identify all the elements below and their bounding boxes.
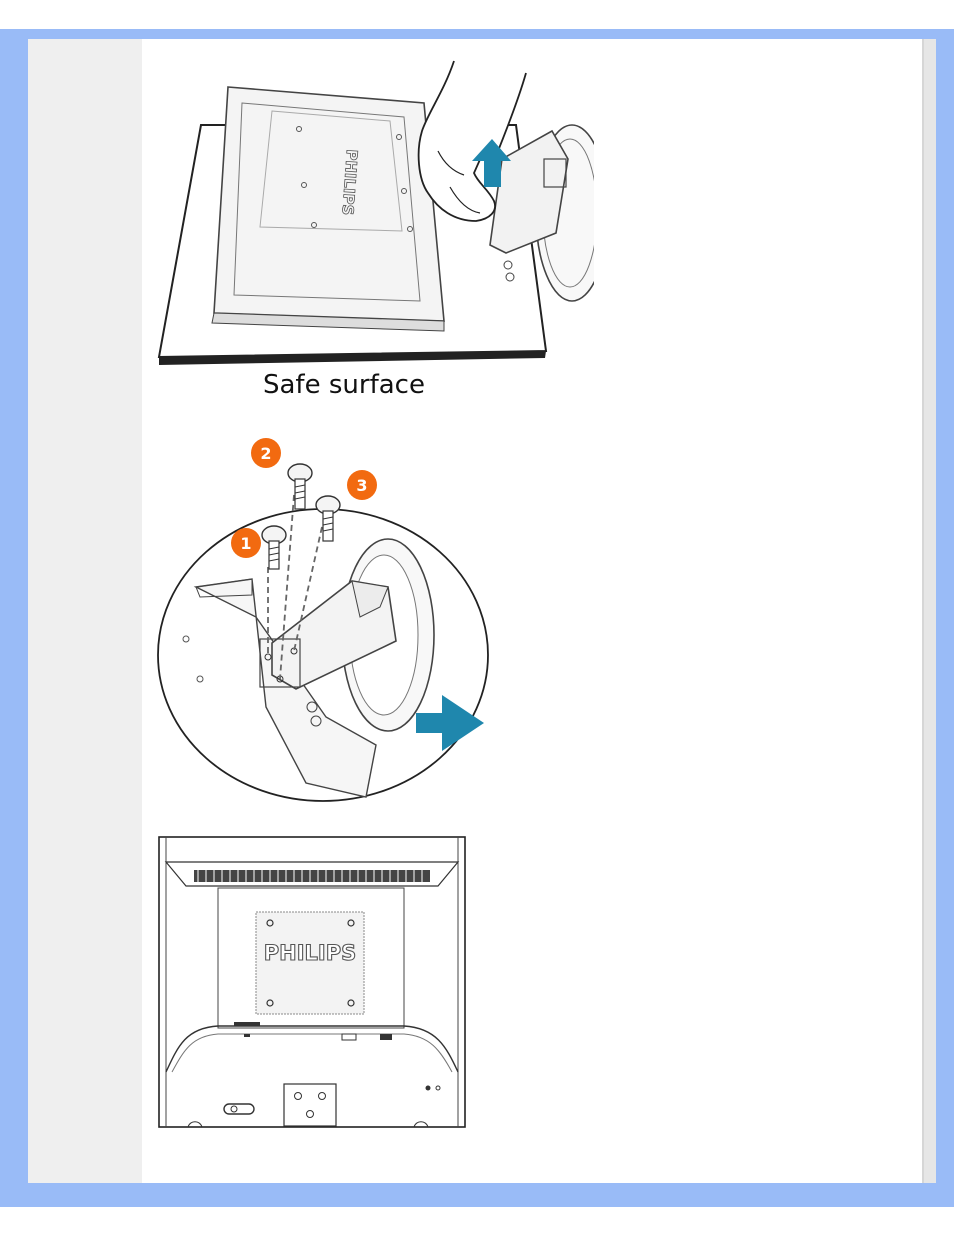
monitor-back bbox=[214, 87, 444, 321]
document-page: PHILIPS bbox=[28, 39, 936, 1183]
screw-2 bbox=[288, 464, 312, 509]
rear-brand-logo: PHILIPS bbox=[264, 941, 357, 965]
power-connector bbox=[234, 1022, 260, 1026]
left-margin-column bbox=[28, 39, 142, 1183]
screw-removal-illustration: 1 2 3 bbox=[156, 417, 496, 817]
stand-mount-plate bbox=[284, 1084, 336, 1126]
content-area: PHILIPS bbox=[142, 39, 922, 1183]
safe-surface-caption: Safe surface bbox=[263, 370, 425, 400]
vent-grille bbox=[194, 870, 430, 882]
marker-3-label: 3 bbox=[356, 476, 367, 495]
marker-2-label: 2 bbox=[260, 444, 271, 463]
remove-base-illustration: PHILIPS bbox=[154, 51, 594, 371]
kensington-slot bbox=[224, 1104, 254, 1114]
right-scroll-strip bbox=[922, 39, 936, 1183]
monitor-rear-view: PHILIPS bbox=[158, 836, 468, 1130]
page-frame: PHILIPS bbox=[0, 29, 954, 1207]
marker-1-label: 1 bbox=[240, 534, 251, 553]
dvi-connector bbox=[380, 1034, 392, 1040]
